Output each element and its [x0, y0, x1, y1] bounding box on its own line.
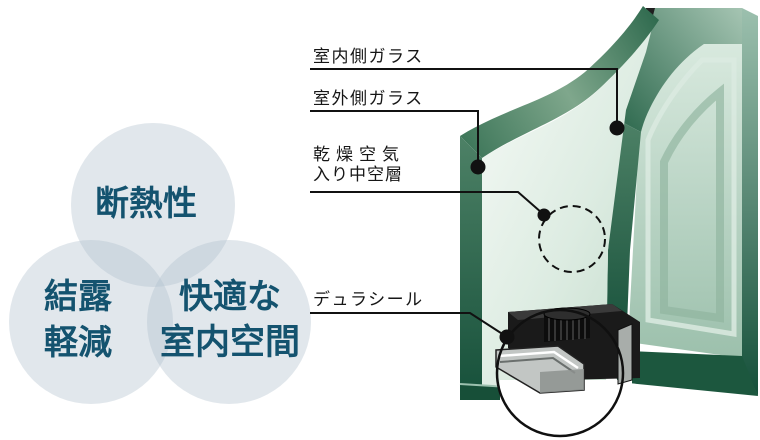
- cutaway-background: [500, 380, 632, 440]
- indoor-pane-reflection-outer: [645, 57, 737, 337]
- desiccant-cylinder: [543, 307, 591, 342]
- label-spacer-seal: デュラシール: [313, 290, 424, 309]
- benefit-comfort-line1: 快適な: [179, 278, 281, 316]
- leader-line-outdoor-glass: [310, 110, 479, 160]
- outdoor-pane-left-edge: [460, 136, 482, 400]
- benefit-circle-comfort: [147, 240, 311, 404]
- benefit-condensation-line1: 結露: [44, 278, 112, 316]
- benefit-label-insulation: 断熱性: [95, 185, 197, 223]
- magnifier-circle: [495, 308, 625, 438]
- benefit-circle-insulation: [71, 123, 235, 287]
- leader-line-air-layer: [310, 191, 543, 214]
- air-space-dashed-circle: [538, 205, 606, 273]
- benefit-label-condensation: 結露 軽減: [0, 274, 156, 366]
- benefit-circle-condensation: [9, 240, 173, 404]
- leader-dot-air-layer: [537, 208, 551, 222]
- leader-dot-outdoor-glass: [470, 159, 486, 175]
- label-air-layer-line1: 乾燥空気: [313, 145, 405, 164]
- label-air-layer: 乾燥空気 入り中空層: [313, 145, 405, 185]
- leader-dots: [470, 120, 625, 345]
- label-air-layer-line2: 入り中空層: [313, 165, 403, 184]
- indoor-glass-pane: [606, 8, 758, 396]
- leader-dot-indoor-glass: [609, 120, 625, 136]
- aluminum-spacer-profile: [495, 345, 585, 394]
- outdoor-pane-top-edge: [460, 6, 659, 158]
- indoor-pane-right-edge: [742, 8, 758, 396]
- indoor-pane-bottom-edge: [606, 350, 758, 396]
- leader-dot-spacer: [499, 329, 515, 345]
- indoor-pane-reflection-inner: [660, 83, 724, 323]
- leader-lines: [310, 68, 618, 336]
- benefit-comfort-line2: 室内空間: [159, 323, 300, 362]
- leader-line-spacer: [310, 312, 505, 336]
- leader-line-indoor-glass: [310, 68, 618, 122]
- spacer-side-bar: [617, 323, 633, 385]
- spacer-seal-detail: [495, 304, 640, 394]
- benefit-label-comfort: 快適な 室内空間: [150, 274, 310, 366]
- benefit-condensation-line2: 軽減: [44, 324, 112, 362]
- label-outdoor-glass: 室外側ガラス: [313, 89, 424, 108]
- label-indoor-glass: 室内側ガラス: [313, 47, 424, 66]
